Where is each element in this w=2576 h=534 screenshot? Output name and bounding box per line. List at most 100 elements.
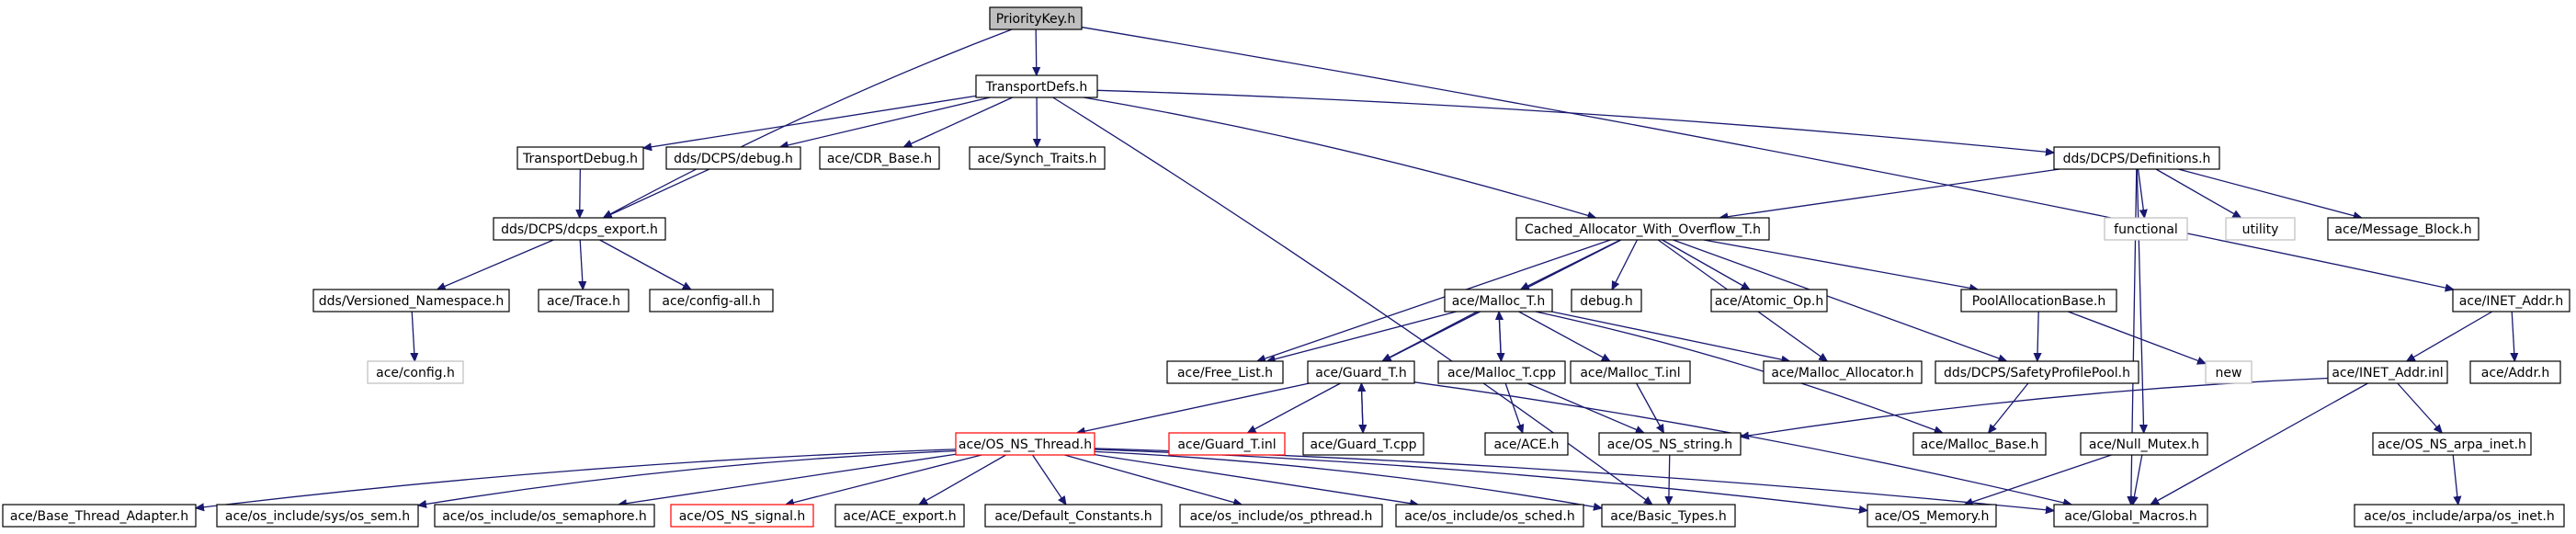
node-guard_t_inl[interactable]: ace/Guard_T.inl	[1168, 432, 1286, 456]
node-box	[2354, 504, 2565, 528]
edge-cached_alloc-to-atomic_op	[1662, 239, 1750, 290]
node-box	[2327, 360, 2448, 384]
node-os_sem[interactable]: ace/os_include/sys/os_sem.h	[216, 504, 419, 528]
edge-os_ns_arpa_inet-to-os_inet	[2452, 454, 2458, 505]
node-transportdebug[interactable]: TransportDebug.h	[516, 146, 644, 170]
node-box	[1437, 360, 1566, 384]
node-box	[2205, 360, 2253, 384]
edge-malloc_t_cpp-to-ace_h	[1504, 382, 1523, 433]
node-os_ns_thread[interactable]: ace/OS_NS_Thread.h	[955, 432, 1095, 456]
node-global_macros[interactable]: ace/Global_Macros.h	[2053, 504, 2208, 528]
node-malloc_t[interactable]: ace/Malloc_T.h	[1444, 289, 1553, 312]
node-os_ns_signal[interactable]: ace/OS_NS_signal.h	[670, 504, 814, 528]
node-transportdefs[interactable]: TransportDefs.h	[975, 74, 1098, 98]
node-base_thread_adapter[interactable]: ace/Base_Thread_Adapter.h	[2, 504, 197, 528]
node-safety_pool[interactable]: dds/DCPS/SafetyProfilePool.h	[1935, 360, 2139, 384]
node-box	[1484, 432, 1569, 456]
edge-transportdefs-to-transportdebug	[643, 95, 977, 148]
edge-definitions-to-cached_alloc	[1719, 168, 2060, 218]
node-os_ns_arpa_inet[interactable]: ace/OS_NS_arpa_inet.h	[2372, 432, 2532, 456]
node-guard_t[interactable]: ace/Guard_T.h	[1307, 360, 1415, 384]
node-label: ace/Malloc_T.inl	[1580, 366, 1680, 381]
edge-prioritykey-to-transportdefs	[1036, 28, 1037, 75]
node-malloc_t_inl[interactable]: ace/Malloc_T.inl	[1570, 360, 1691, 384]
node-message_block[interactable]: ace/Message_Block.h	[2327, 217, 2480, 241]
node-cached_alloc[interactable]: Cached_Allocator_With_Overflow_T.h	[1515, 217, 1770, 241]
node-os_memory[interactable]: ace/OS_Memory.h	[1867, 504, 1997, 528]
node-atomic_op[interactable]: ace/Atomic_Op.h	[1710, 289, 1828, 312]
node-box	[975, 74, 1098, 98]
edge-inet_addr_inl-to-global_macros	[2150, 382, 2368, 505]
node-free_list[interactable]: ace/Free_List.h	[1166, 360, 1284, 384]
node-inet_addr[interactable]: ace/INET_Addr.h	[2452, 289, 2570, 312]
node-label: dds/DCPS/Definitions.h	[2063, 152, 2211, 166]
node-label: ace/INET_Addr.h	[2459, 294, 2564, 309]
node-ace_export[interactable]: ace/ACE_export.h	[834, 504, 965, 528]
node-label: ace/Default_Constants.h	[994, 509, 1152, 524]
node-box	[989, 6, 1083, 30]
node-label: ace/os_include/sys/os_sem.h	[225, 509, 410, 524]
node-dcps_debug[interactable]: dds/DCPS/debug.h	[665, 146, 801, 170]
edge-os_ns_thread-to-default_constants	[1032, 454, 1066, 505]
node-label: ace/Guard_T.cpp	[1310, 437, 1416, 452]
edge-dcps_debug-to-dcps_export	[604, 168, 710, 219]
node-box	[955, 432, 1095, 456]
node-label: ace/OS_NS_arpa_inet.h	[2377, 437, 2526, 452]
node-box	[2, 504, 197, 528]
node-label: utility	[2242, 222, 2279, 237]
node-box	[1710, 289, 1828, 312]
edge-prioritykey-to-dcps_export	[604, 28, 1013, 218]
node-definitions[interactable]: dds/DCPS/Definitions.h	[2053, 146, 2220, 170]
node-poolalloc[interactable]: PoolAllocationBase.h	[1960, 289, 2117, 312]
node-box	[493, 217, 666, 241]
node-null_mutex[interactable]: ace/Null_Mutex.h	[2080, 432, 2208, 456]
node-versioned_ns[interactable]: dds/Versioned_Namespace.h	[312, 289, 510, 312]
node-label: ace/Guard_T.h	[1315, 366, 1407, 381]
edge-definitions-to-utility	[2155, 168, 2241, 218]
node-default_constants[interactable]: ace/Default_Constants.h	[984, 504, 1163, 528]
node-label: Cached_Allocator_With_Overflow_T.h	[1525, 222, 1761, 237]
node-malloc_allocator[interactable]: ace/Malloc_Allocator.h	[1763, 360, 1923, 384]
node-os_sched[interactable]: ace/os_include/os_sched.h	[1395, 504, 1584, 528]
node-label: dds/Versioned_Namespace.h	[319, 294, 504, 309]
node-os_pthread[interactable]: ace/os_include/os_pthread.h	[1179, 504, 1383, 528]
node-label: ace/os_include/os_sched.h	[1404, 509, 1574, 524]
node-debug_h[interactable]: debug.h	[1571, 289, 1642, 312]
node-basic_types[interactable]: ace/Basic_Types.h	[1601, 504, 1736, 528]
node-inet_addr_inl[interactable]: ace/INET_Addr.inl	[2327, 360, 2448, 384]
node-os_inet[interactable]: ace/os_include/arpa/os_inet.h	[2354, 504, 2565, 528]
node-prioritykey[interactable]: PriorityKey.h	[989, 6, 1083, 30]
node-dcps_export[interactable]: dds/DCPS/dcps_export.h	[493, 217, 666, 241]
node-os_semaphore[interactable]: ace/os_include/os_semaphore.h	[434, 504, 655, 528]
edge-inet_addr-to-addr	[2512, 311, 2514, 361]
node-box	[2104, 217, 2188, 241]
edge-definitions-to-functional	[2137, 168, 2145, 218]
node-malloc_base[interactable]: ace/Malloc_Base.h	[1912, 432, 2047, 456]
node-box	[2080, 432, 2208, 456]
node-trace[interactable]: ace/Trace.h	[538, 289, 630, 312]
node-label: PriorityKey.h	[996, 12, 1076, 27]
node-box	[819, 146, 940, 170]
edge-cached_alloc-to-debug_h	[1611, 239, 1638, 290]
node-label: ace/INET_Addr.inl	[2332, 366, 2443, 381]
node-guard_t_cpp[interactable]: ace/Guard_T.cpp	[1302, 432, 1424, 456]
node-cdr_base[interactable]: ace/CDR_Base.h	[819, 146, 940, 170]
node-config_all[interactable]: ace/config-all.h	[649, 289, 774, 312]
node-label: ace/OS_NS_signal.h	[679, 509, 806, 524]
edge-layer	[196, 26, 2514, 511]
node-malloc_t_cpp[interactable]: ace/Malloc_T.cpp	[1437, 360, 1566, 384]
node-label: ace/ACE_export.h	[843, 509, 956, 524]
node-box	[2225, 217, 2296, 241]
node-label: ace/Malloc_T.cpp	[1447, 366, 1556, 381]
node-label: ace/OS_NS_string.h	[1607, 437, 1732, 452]
node-addr[interactable]: ace/Addr.h	[2469, 360, 2561, 384]
node-layer: PriorityKey.hTransportDefs.hTransportDeb…	[2, 6, 2570, 528]
node-config_h: ace/config.h	[367, 360, 464, 384]
node-box	[649, 289, 774, 312]
node-label: ace/Global_Macros.h	[2064, 509, 2196, 524]
node-box	[1935, 360, 2139, 384]
node-synch_traits[interactable]: ace/Synch_Traits.h	[969, 146, 1106, 170]
node-ace_h[interactable]: ace/ACE.h	[1484, 432, 1569, 456]
node-functional: functional	[2104, 217, 2188, 241]
node-os_ns_string[interactable]: ace/OS_NS_string.h	[1598, 432, 1742, 456]
